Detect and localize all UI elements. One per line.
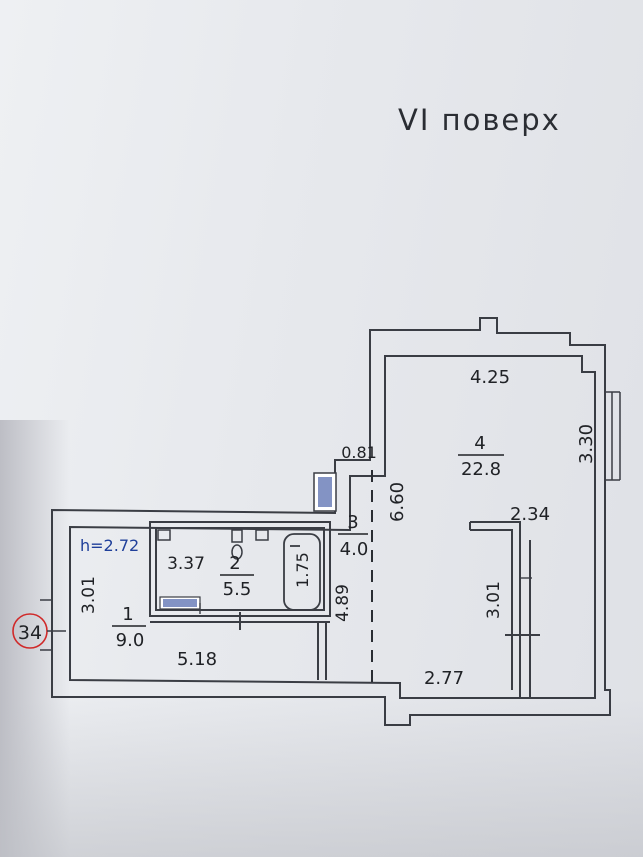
dim-1-75: 1.75 bbox=[293, 552, 312, 588]
dim-3-01-right: 3.01 bbox=[484, 581, 504, 619]
radiator-icon-bath bbox=[159, 596, 201, 610]
bathtub-icon bbox=[283, 533, 321, 611]
ceiling-height: h=2.72 bbox=[80, 536, 139, 555]
page-shadow-bottom bbox=[0, 700, 643, 857]
window-right bbox=[605, 391, 621, 481]
dim-2-34: 2.34 bbox=[510, 504, 550, 525]
toilet-icon bbox=[231, 529, 243, 560]
apartment-number-badge bbox=[12, 613, 66, 649]
room-3-area: 4.0 bbox=[340, 539, 369, 560]
dim-5-18: 5.18 bbox=[177, 649, 217, 670]
room-3-number: 3 bbox=[347, 512, 358, 533]
room-2-area: 5.5 bbox=[223, 579, 252, 600]
dim-3-01-left: 3.01 bbox=[79, 576, 99, 614]
dim-0-81: 0.81 bbox=[341, 443, 377, 462]
dim-6-60: 6.60 bbox=[387, 482, 408, 522]
room-1-number: 1 bbox=[122, 604, 133, 625]
dim-3-37: 3.37 bbox=[167, 554, 205, 574]
interior-walls bbox=[149, 521, 540, 698]
sink-icon bbox=[157, 529, 269, 541]
room-4-area: 22.8 bbox=[461, 459, 501, 480]
floor-label: VI поверх bbox=[398, 103, 561, 137]
dim-4-89: 4.89 bbox=[333, 584, 353, 622]
outer-walls bbox=[51, 317, 611, 726]
dim-2-77: 2.77 bbox=[424, 668, 464, 689]
room-1-area: 9.0 bbox=[116, 630, 145, 651]
radiator-icon bbox=[313, 472, 337, 512]
room-4-number: 4 bbox=[474, 433, 485, 454]
dimension-ticks bbox=[199, 577, 532, 614]
apartment-number: 34 bbox=[18, 622, 42, 644]
dim-3-30: 3.30 bbox=[576, 424, 597, 464]
window-left bbox=[40, 599, 52, 651]
room-2-number: 2 bbox=[229, 553, 240, 574]
dim-4-25: 4.25 bbox=[470, 367, 510, 388]
